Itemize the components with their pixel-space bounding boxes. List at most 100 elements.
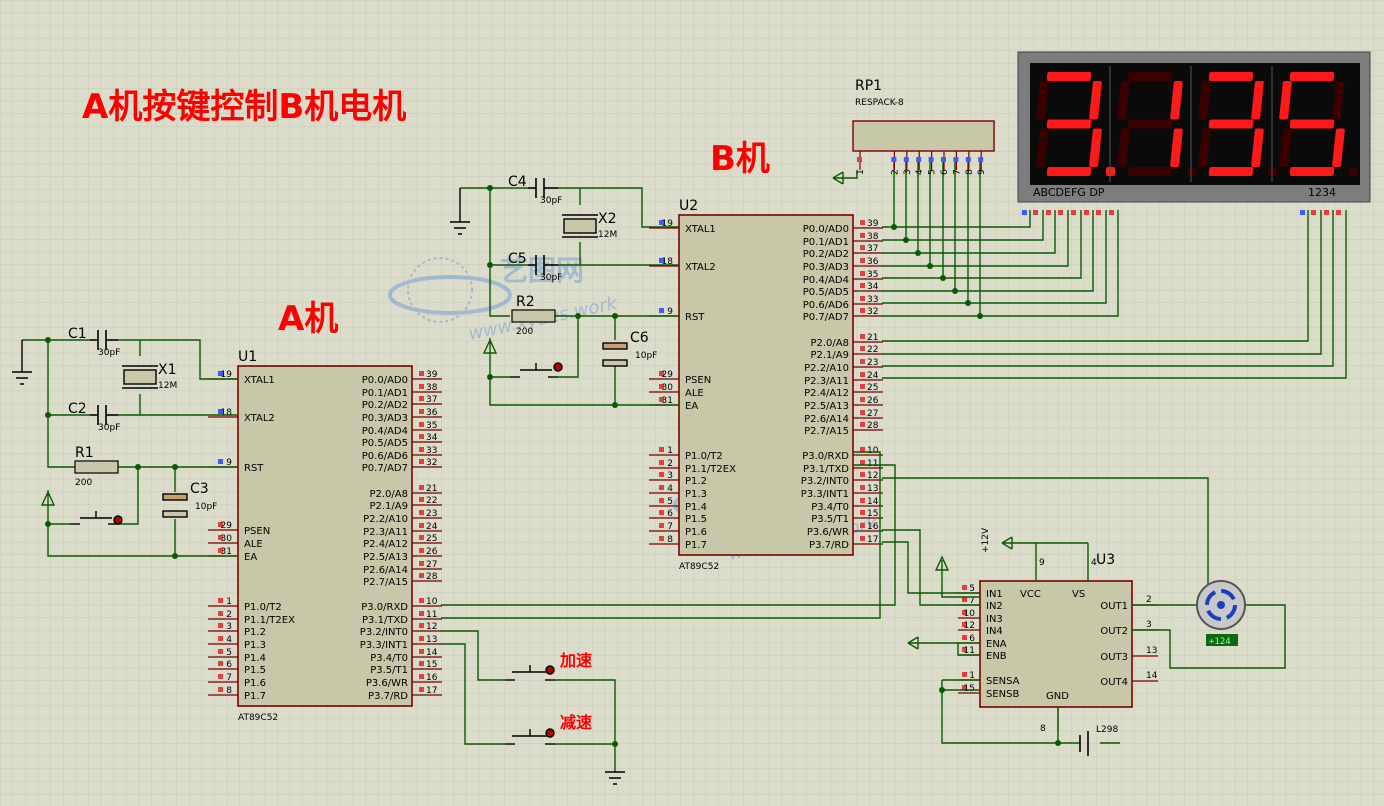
speed-up-button[interactable] <box>505 665 555 681</box>
capacitor-c2[interactable] <box>90 405 118 425</box>
rp1-pin-5[interactable]: 5 <box>928 151 938 175</box>
capacitor-c1[interactable] <box>90 330 118 350</box>
rp1-pin-7[interactable]: 7 <box>952 151 962 175</box>
rp1-pin-3[interactable]: 3 <box>903 151 913 175</box>
capacitor-c5[interactable] <box>528 255 558 275</box>
u3-pin-4[interactable]: 4VS <box>1072 558 1097 600</box>
crystal-x1[interactable] <box>122 365 158 389</box>
crystal-x2[interactable] <box>562 214 598 238</box>
dc-motor[interactable]: +124 <box>1196 580 1246 647</box>
capacitor-c3[interactable] <box>162 493 188 518</box>
rp1-pin-9[interactable]: 9 <box>977 151 987 175</box>
rp1-pin-2[interactable]: 2 <box>890 151 900 175</box>
capacitor-c6[interactable] <box>602 342 628 367</box>
rp1-pin-4[interactable]: 4 <box>915 151 925 175</box>
resistor-r1[interactable] <box>74 460 119 474</box>
reset-button-a[interactable] <box>70 511 123 525</box>
resistor-r2[interactable] <box>511 309 556 323</box>
capacitor-c4[interactable] <box>528 178 558 198</box>
rp1-pin-8[interactable]: 8 <box>965 151 975 175</box>
seven-segment-display[interactable]: ABCDEFG DP 1234 <box>1017 51 1371 215</box>
rp1-pin-1[interactable]: 1 <box>856 151 866 175</box>
rp1-pin-6[interactable]: 6 <box>940 151 950 175</box>
slow-down-button[interactable] <box>505 728 555 745</box>
reset-button-b[interactable] <box>510 362 563 378</box>
